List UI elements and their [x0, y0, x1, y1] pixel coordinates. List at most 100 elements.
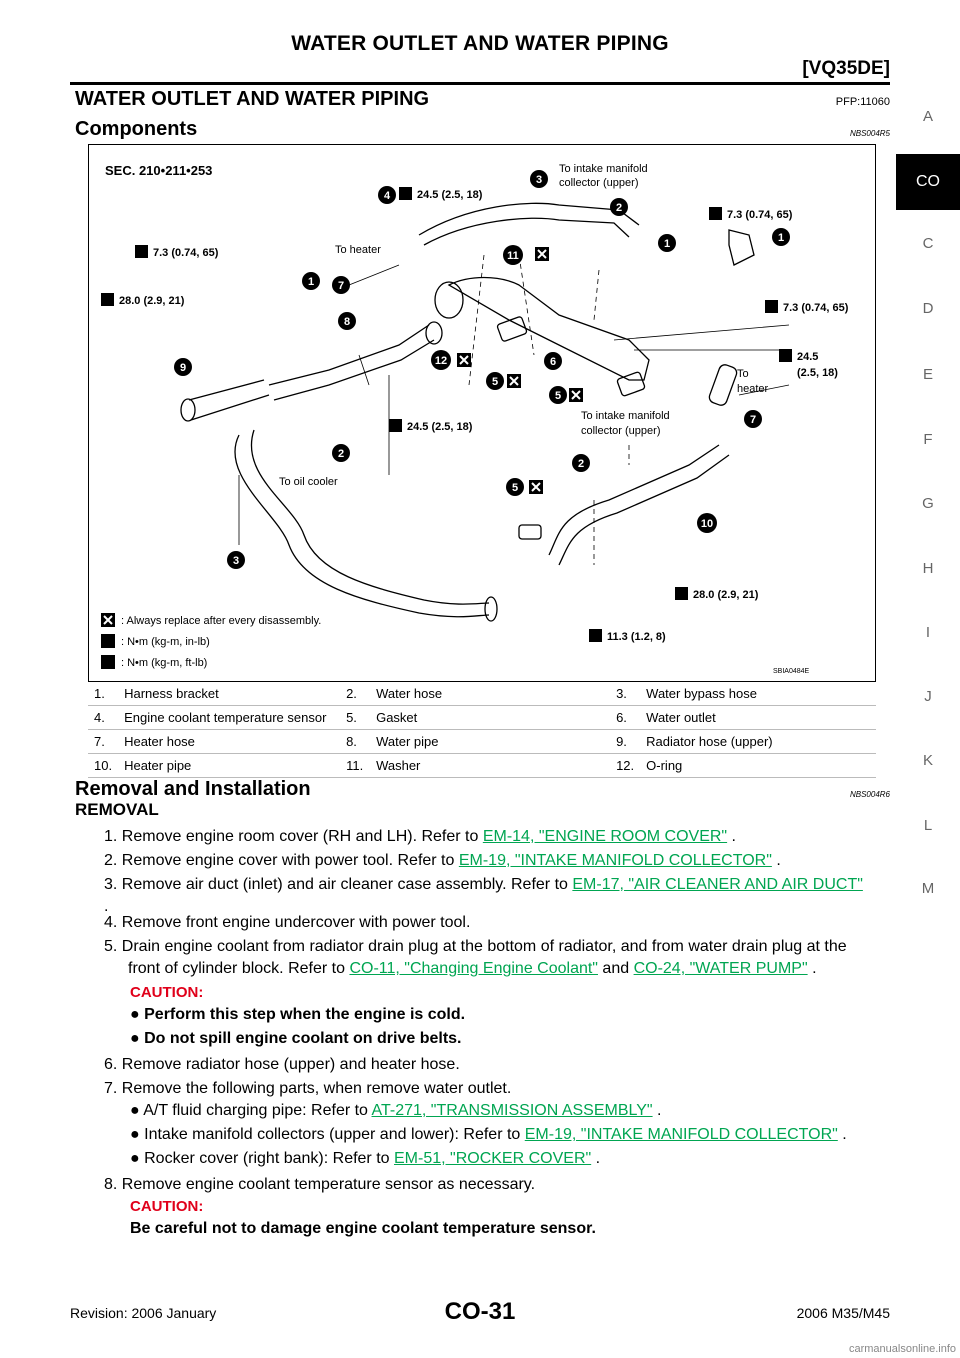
callout-2: 2 [610, 198, 628, 216]
side-index-j[interactable]: J [924, 688, 932, 705]
caution-label: CAUTION: [130, 984, 204, 1001]
callout-3: 3 [227, 551, 245, 569]
link-at-271[interactable]: AT-271, "TRANSMISSION ASSEMBLY" [371, 1102, 653, 1119]
svg-text:6: 6 [550, 356, 556, 368]
note-to-heater-right-a: To [737, 368, 749, 380]
svg-text:9: 9 [180, 362, 186, 374]
side-index-f[interactable]: F [923, 431, 933, 448]
side-index-d[interactable]: D [922, 300, 934, 317]
link-co-24[interactable]: CO-24, "WATER PUMP" [633, 960, 808, 977]
section-title: WATER OUTLET AND WATER PIPING [75, 88, 430, 110]
svg-text:5: 5 [555, 390, 561, 402]
torque-t5: 7.3 (0.74, 65) [783, 302, 849, 314]
side-index-h[interactable]: H [922, 560, 934, 577]
callout-5: 5 [506, 478, 524, 496]
caution-label: CAUTION: [130, 1198, 204, 1215]
key-nm-in-icon [101, 634, 115, 648]
svg-text:12: 12 [435, 355, 447, 367]
components-diagram: SEC. 210•211•253 SBIA0484E 24.5 (2.5, 18… [88, 144, 876, 682]
heater-pipe [548, 444, 730, 566]
link-em-51[interactable]: EM-51, "ROCKER COVER" [394, 1150, 592, 1167]
torque-icon [765, 300, 778, 313]
svg-text:4: 4 [384, 190, 391, 202]
step-7: 7. Remove the following parts, when remo… [104, 1080, 512, 1097]
svg-text:8: 8 [344, 316, 350, 328]
svg-text:1: 1 [778, 232, 784, 244]
link-em-14[interactable]: EM-14, "ENGINE ROOM COVER" [482, 828, 728, 845]
figure-code: SBIA0484E [773, 668, 810, 675]
callout-7: 7 [744, 410, 762, 428]
note-intake-upper-a: To intake manifold [559, 163, 648, 175]
key-replace-text: : Always replace after every disassembly… [121, 615, 321, 627]
side-index-a[interactable]: A [922, 108, 933, 125]
svg-text:10: 10 [701, 518, 713, 530]
step-5: 5. Drain engine coolant from radiator dr… [104, 938, 847, 977]
step-1: 1. Remove engine room cover (RH and LH).… [104, 828, 736, 845]
svg-text:7: 7 [338, 280, 344, 292]
torque-icon [675, 587, 688, 600]
side-index-co[interactable]: CO [896, 154, 960, 210]
footer-page-number: CO-31 [444, 1298, 516, 1325]
torque-icon [709, 207, 722, 220]
components-code: NBS004R5 [849, 129, 890, 138]
svg-text:1: 1 [308, 276, 314, 288]
step-4: 4. Remove front engine undercover with p… [104, 914, 471, 931]
torque-icon [389, 419, 402, 432]
link-co-11[interactable]: CO-11, "Changing Engine Coolant" [349, 960, 598, 977]
step-2: 2. Remove engine cover with power tool. … [104, 852, 781, 869]
legend-row: 7.Heater hose 8.Water pipe 9.Radiator ho… [88, 730, 876, 754]
water-bypass-hose [234, 434, 490, 618]
callout-3: 3 [530, 170, 548, 188]
torque-t1: 24.5 (2.5, 18) [417, 189, 483, 201]
callout-8: 8 [338, 312, 356, 330]
svg-text:1: 1 [664, 238, 670, 250]
side-index-g[interactable]: G [922, 495, 934, 512]
note-intake-lower-b: collector (upper) [581, 425, 660, 437]
svg-text:3: 3 [233, 555, 239, 567]
torque-icon [589, 629, 602, 642]
torque-icon [101, 293, 114, 306]
caution-item: ● Perform this step when the engine is c… [130, 1006, 466, 1023]
callout-1: 1 [658, 234, 676, 252]
note-to-oil-cooler: To oil cooler [279, 476, 338, 488]
svg-text:7: 7 [750, 414, 756, 426]
side-index-c[interactable]: C [922, 235, 934, 252]
removal-heading: Removal and Installation [75, 778, 311, 800]
side-index-m[interactable]: M [921, 880, 935, 897]
callout-6: 6 [544, 352, 562, 370]
sec-label: SEC. 210•211•253 [105, 163, 212, 178]
svg-text:2: 2 [338, 448, 344, 460]
torque-icon [399, 187, 412, 200]
bullet-icon: ● [130, 1150, 140, 1167]
link-em-19b[interactable]: EM-19, "INTAKE MANIFOLD COLLECTOR" [524, 1126, 838, 1143]
callout-2: 2 [572, 454, 590, 472]
note-to-heater-right-b: heater [737, 383, 769, 395]
torque-t3: 7.3 (0.74, 65) [153, 247, 219, 259]
step-6: 6. Remove radiator hose (upper) and heat… [104, 1056, 460, 1073]
torque-icon [135, 245, 148, 258]
step-3: 3. Remove air duct (inlet) and air clean… [104, 876, 863, 915]
header-title: WATER OUTLET AND WATER PIPING [291, 32, 669, 55]
components-heading: Components [75, 118, 198, 140]
side-index-e[interactable]: E [922, 366, 933, 383]
caution-text: Be careful not to damage engine coolant … [130, 1220, 596, 1237]
svg-text:11: 11 [507, 250, 519, 262]
link-em-17[interactable]: EM-17, "AIR CLEANER AND AIR DUCT" [572, 876, 863, 893]
torque-t7: 24.5 (2.5, 18) [407, 421, 473, 433]
side-index-i[interactable]: I [925, 624, 931, 641]
step-7-bullet: ● Rocker cover (right bank): Refer to EM… [130, 1150, 601, 1167]
key-nm-ft-icon [101, 655, 115, 669]
callout-2: 2 [332, 444, 350, 462]
bullet-icon: ● [130, 1006, 140, 1023]
side-index-l[interactable]: L [923, 817, 933, 834]
side-index-k[interactable]: K [922, 752, 933, 769]
step-7-bullet: ● Intake manifold collectors (upper and … [130, 1126, 847, 1143]
water-pipe [268, 324, 435, 401]
bullet-icon: ● [130, 1126, 140, 1143]
removal-code: NBS004R6 [849, 790, 890, 799]
link-em-19[interactable]: EM-19, "INTAKE MANIFOLD COLLECTOR" [458, 852, 772, 869]
step-7-bullet: ● A/T fluid charging pipe: Refer to AT-2… [130, 1102, 662, 1119]
callout-5: 5 [549, 386, 567, 404]
note-to-heater: To heater [335, 244, 381, 256]
torque-t8: 28.0 (2.9, 21) [693, 589, 759, 601]
